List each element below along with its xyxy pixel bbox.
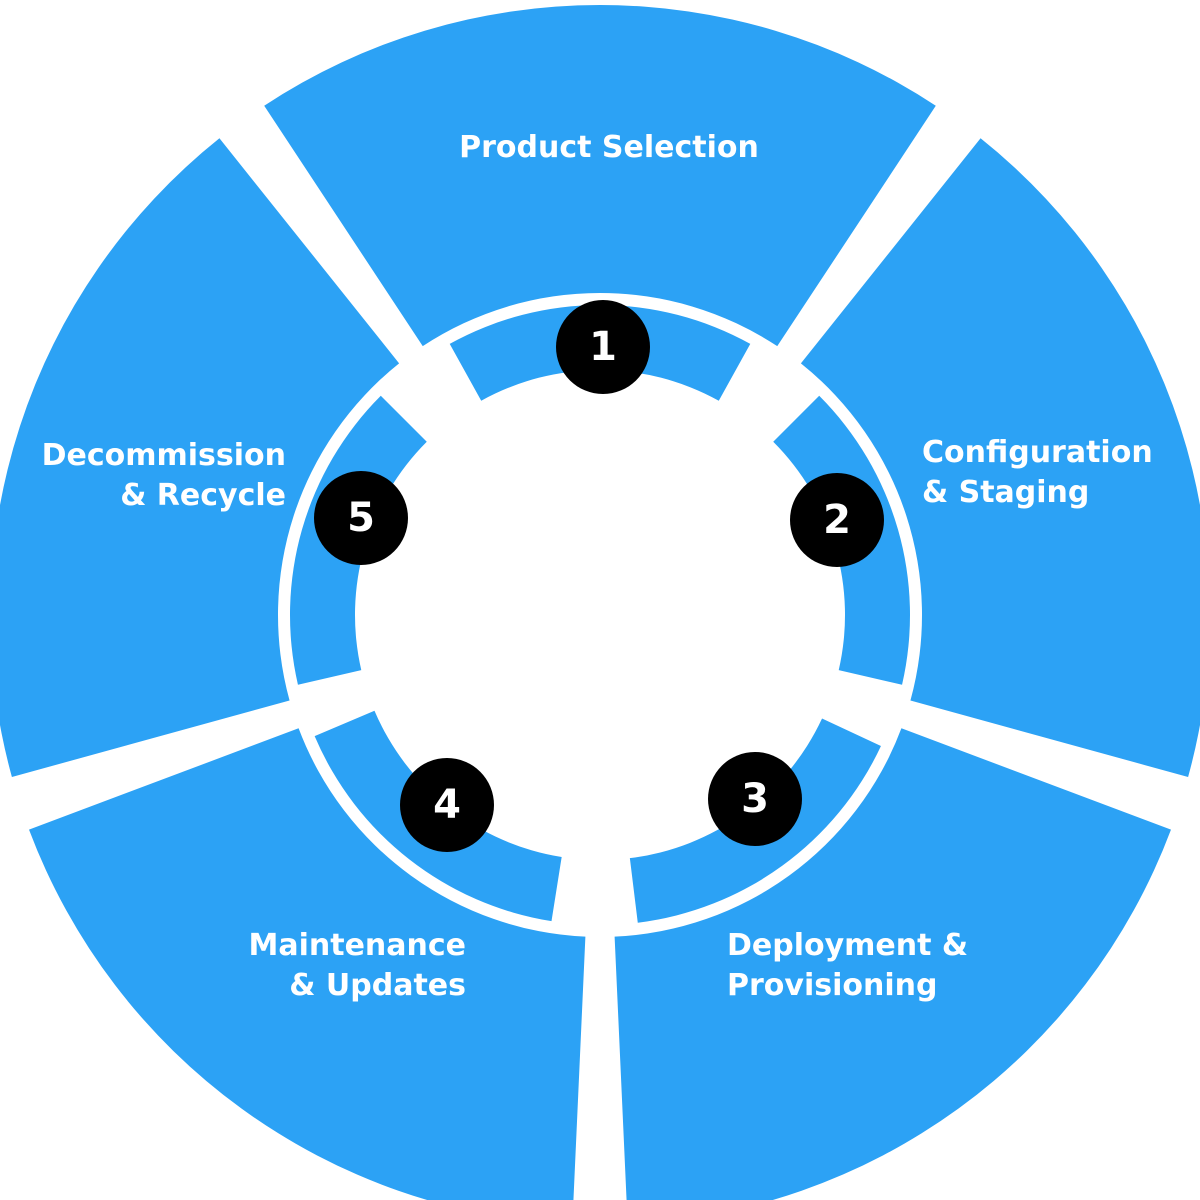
step-number-4: 4 [433,782,461,828]
segment-label-1: Product Selection [459,130,759,165]
segment-label-line: & Staging [922,475,1089,510]
step-number-3: 3 [741,776,769,822]
step-badge-5 [314,471,408,565]
step-number-2: 2 [823,497,851,543]
segment-label-line: Deployment & [727,928,968,963]
segment-label-3: Deployment & Provisioning [727,928,968,1003]
segment-label-line: Product Selection [459,130,759,165]
inner-ring-segments [290,305,910,923]
outer-segment-1 [264,4,936,347]
step-badges: 1 2 3 4 5 [314,300,884,852]
segment-label-line: & Updates [289,968,466,1003]
segment-label-line: Decommission [42,438,286,473]
segment-label-4: Maintenance & Updates [248,928,466,1003]
segment-label-2: Configuration & Staging [922,435,1153,510]
step-badge-1 [556,300,650,394]
segment-label-line: Provisioning [727,968,937,1003]
step-badge-3 [708,752,802,846]
segment-label-line: Maintenance [248,928,466,963]
segment-label-5: Decommission & Recycle [42,438,286,513]
outer-segments [0,4,1200,1200]
segment-label-line: Configuration [922,435,1153,470]
outer-segment-5 [0,138,400,777]
outer-segment-4 [29,728,586,1200]
outer-segment-2 [800,138,1200,777]
step-badge-4 [400,758,494,852]
step-number-5: 5 [347,495,375,541]
outer-segment-3 [614,728,1171,1200]
step-badge-2 [790,473,884,567]
segment-label-line: & Recycle [120,478,286,513]
step-number-1: 1 [589,324,617,370]
